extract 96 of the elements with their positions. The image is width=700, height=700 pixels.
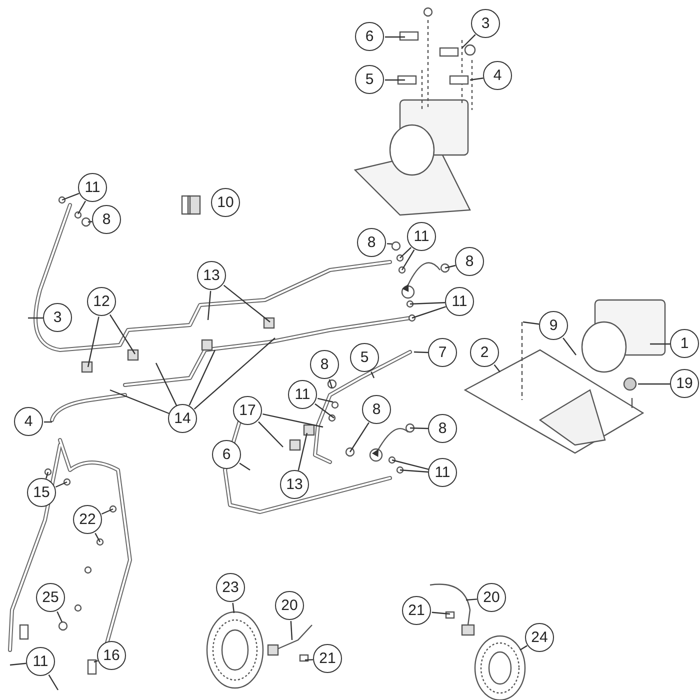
leader-line [385, 79, 405, 81]
leader-line [46, 472, 49, 479]
leader-line [94, 532, 101, 542]
leader-line [110, 389, 170, 414]
leader-line [328, 379, 333, 388]
leader-line [101, 508, 114, 515]
leader-line [410, 302, 446, 305]
callout-number: 11 [288, 380, 317, 409]
leader-line [470, 78, 484, 81]
leader-line [48, 674, 59, 690]
leader-line [188, 350, 216, 406]
callout-number: 20 [477, 583, 506, 612]
leader-line [386, 243, 392, 245]
leader-line [410, 427, 428, 430]
leader-line [194, 338, 276, 410]
callout-number: 11 [407, 222, 436, 251]
leader-line [155, 362, 178, 406]
callout-number: 25 [36, 583, 65, 612]
callout-number: 20 [275, 591, 304, 620]
callout-number: 13 [197, 261, 226, 290]
leader-line [462, 34, 476, 48]
callout-number: 11 [428, 458, 457, 487]
leader-line [258, 421, 284, 448]
callout-number: 8 [357, 228, 386, 257]
callout-number: 23 [216, 573, 245, 602]
callout-number: 8 [428, 414, 457, 443]
leader-line [412, 306, 446, 319]
leader-line [44, 421, 52, 423]
leader-line [385, 36, 405, 38]
leader-line [87, 316, 100, 368]
callout-number: 11 [78, 173, 107, 202]
callout-number: 21 [402, 596, 431, 625]
leader-line [314, 403, 334, 418]
callout-number: 4 [483, 61, 512, 90]
leader-line [232, 602, 235, 614]
callout-number: 2 [470, 338, 499, 367]
leader-line [262, 414, 324, 428]
leader-line [370, 371, 375, 378]
leader-line [94, 660, 98, 663]
leader-line [444, 264, 456, 269]
callout-number: 8 [92, 205, 121, 234]
callout-number: 12 [87, 287, 116, 316]
leader-line [522, 321, 540, 325]
leader-line [110, 314, 136, 354]
leader-line [400, 469, 428, 473]
leader-line [56, 611, 63, 622]
callout-number: 8 [362, 395, 391, 424]
callout-number: 19 [670, 369, 699, 398]
leader-line [562, 338, 576, 356]
leader-line [432, 612, 450, 615]
leader-line [88, 221, 92, 223]
callout-number: 11 [26, 647, 55, 676]
leader-line [400, 246, 412, 258]
callout-number: 21 [313, 644, 342, 673]
leader-line [223, 284, 270, 322]
leader-line [77, 200, 86, 214]
callout-number: 6 [212, 440, 241, 469]
leader-line [62, 192, 80, 201]
callout-number: 5 [350, 343, 379, 372]
leader-line [494, 364, 500, 372]
leader-line [401, 250, 415, 270]
callout-number: 11 [445, 287, 474, 316]
callout-number: 6 [355, 22, 384, 51]
callout-number: 4 [14, 407, 43, 436]
leader-line [298, 432, 308, 471]
leader-line [317, 398, 334, 403]
leader-line [392, 459, 429, 470]
callout-number: 1 [670, 329, 699, 358]
callout-number: 15 [27, 478, 56, 507]
leader-line [207, 290, 212, 320]
callout-number: 14 [168, 404, 197, 433]
leader-line [10, 662, 26, 666]
callout-number: 7 [428, 338, 457, 367]
leader-line [638, 383, 670, 385]
callout-number: 13 [280, 470, 309, 499]
leader-line [55, 481, 68, 488]
callout-number: 22 [73, 505, 102, 534]
callout-number: 8 [310, 350, 339, 379]
callout-number: 24 [525, 623, 554, 652]
leader-line [350, 422, 370, 452]
leader-line [304, 659, 314, 661]
callout-number: 16 [97, 641, 126, 670]
callout-number: 9 [539, 311, 568, 340]
callout-number: 17 [233, 396, 262, 425]
leader-line [466, 598, 478, 601]
callout-number: 3 [43, 303, 72, 332]
leader-line [414, 351, 428, 354]
leader-line [239, 462, 250, 470]
callout-number: 10 [211, 188, 240, 217]
leader-line [650, 343, 670, 345]
leader-line [28, 317, 43, 319]
leader-line [290, 620, 293, 640]
leader-line [520, 645, 528, 651]
callout-number: 5 [355, 65, 384, 94]
callout-number: 8 [455, 247, 484, 276]
callout-number: 3 [471, 9, 500, 38]
